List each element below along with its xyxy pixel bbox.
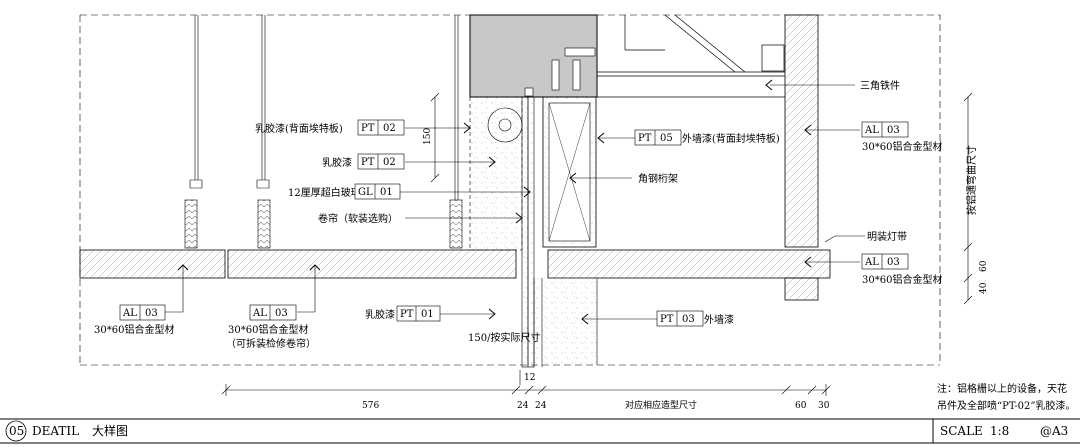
tag-al-right-a: AL — [864, 125, 879, 136]
tag-al-left1-a: AL — [122, 308, 137, 319]
tag-latex-plain-a: PT — [361, 157, 375, 168]
label-al-left1-desc: 30*60铝合金型材 — [94, 323, 174, 336]
leader-arrowheads — [177, 79, 812, 325]
label-ext-paint-back: 外墙漆(背面封埃特板) — [682, 132, 780, 145]
tag-glass-a: GL — [358, 187, 373, 198]
tag-al-right-b: 03 — [887, 125, 900, 136]
label-latex-plain: 乳胶漆 — [322, 156, 352, 169]
ceiling-hangers — [184, 15, 463, 249]
label-latex-back: 乳胶漆(背面埃特板) — [255, 122, 343, 135]
label-glass: 12厘厚超白玻璃 — [288, 186, 361, 199]
tag-ext-paint-low-b: 03 — [682, 314, 695, 325]
sheet-size: @A3 — [1040, 424, 1068, 438]
tag-ext-paint-back-b: 05 — [660, 133, 673, 144]
label-site-measure: 150/按实际尺寸 — [468, 331, 540, 344]
lower-wall — [533, 278, 598, 367]
dim-24-b: 24 — [535, 401, 547, 411]
label-al-right-desc: 30*60铝合金型材 — [862, 140, 942, 153]
tag-al-right2-b: 03 — [887, 257, 900, 268]
scale-label: SCALE — [940, 424, 983, 438]
dim-24-a: 24 — [517, 401, 529, 411]
dimension-lines — [221, 92, 973, 396]
tag-al-right2-a: AL — [864, 257, 879, 268]
note-line-2: 吊件及全部喷“PT-02”乳胶漆。 — [937, 399, 1075, 412]
tag-ext-paint-back-a: PT — [638, 133, 652, 144]
tag-glass-b: 01 — [380, 187, 393, 198]
label-ext-paint-low: 外墙漆 — [704, 313, 734, 326]
label-al-left2-desc2: （可拆装检修卷帘） — [226, 337, 316, 350]
dim-40: 40 — [979, 282, 989, 294]
note-line-1: 注：铝格栅以上的设备，天花 — [937, 382, 1067, 395]
tag-latex-back-a: PT — [361, 123, 375, 134]
label-vertical-note: 按铝通弯曲尺寸 — [965, 145, 978, 215]
curtain-box — [469, 87, 535, 368]
aluminum-beams — [79, 249, 831, 279]
tag-latex-low-b: 01 — [421, 309, 434, 320]
tag-ext-paint-low-a: PT — [660, 314, 674, 325]
tag-al-left2-b: 03 — [275, 308, 288, 319]
dim-150: 150 — [423, 128, 433, 145]
label-angle-truss: 角钢桁架 — [638, 172, 678, 185]
tag-latex-plain-b: 02 — [383, 157, 396, 168]
tag-latex-low-a: PT — [400, 309, 414, 320]
callout-labels: 三角铁件 乳胶漆(背面埃特板) PT 02 乳胶漆 PT 02 12厘厚超白玻璃… — [94, 79, 978, 350]
triangle-iron-bracket — [597, 14, 785, 98]
title-block: 05 DEATIL 大样图 SCALE 1:8 @A3 — [0, 418, 1080, 444]
dim-60-b: 60 — [795, 401, 807, 411]
dimension-values: 150 60 40 12 576 24 24 对应相应造型尺寸 60 30 — [362, 128, 989, 411]
angle-truss-box — [542, 96, 597, 248]
title-name: 大样图 — [92, 423, 128, 438]
leader-lines — [165, 84, 865, 320]
label-strip-light: 明装灯带 — [867, 230, 907, 243]
dim-576: 576 — [362, 401, 379, 411]
right-wall-column — [784, 14, 819, 301]
tag-al-left2-a: AL — [252, 308, 267, 319]
label-latex-low: 乳胶漆 — [365, 308, 395, 321]
title-code: DEATIL — [32, 424, 79, 438]
label-triangle-iron: 三角铁件 — [860, 79, 900, 92]
concrete-slab — [469, 14, 598, 98]
label-curtain: 卷帘（软装选购） — [318, 212, 398, 225]
tag-latex-back-b: 02 — [383, 123, 396, 134]
general-note: 注：铝格栅以上的设备，天花 吊件及全部喷“PT-02”乳胶漆。 — [937, 382, 1075, 412]
label-al-left2-desc: 30*60铝合金型材 — [228, 323, 308, 336]
dim-60: 60 — [979, 260, 989, 272]
label-al-right2-desc: 30*60铝合金型材 — [862, 273, 942, 286]
tag-al-left1-b: 03 — [145, 308, 158, 319]
dim-30: 30 — [818, 401, 830, 411]
scale-value: 1:8 — [990, 424, 1009, 438]
dim-12: 12 — [524, 373, 535, 383]
dim-match: 对应相应造型尺寸 — [625, 399, 697, 411]
title-number: 05 — [9, 424, 24, 438]
